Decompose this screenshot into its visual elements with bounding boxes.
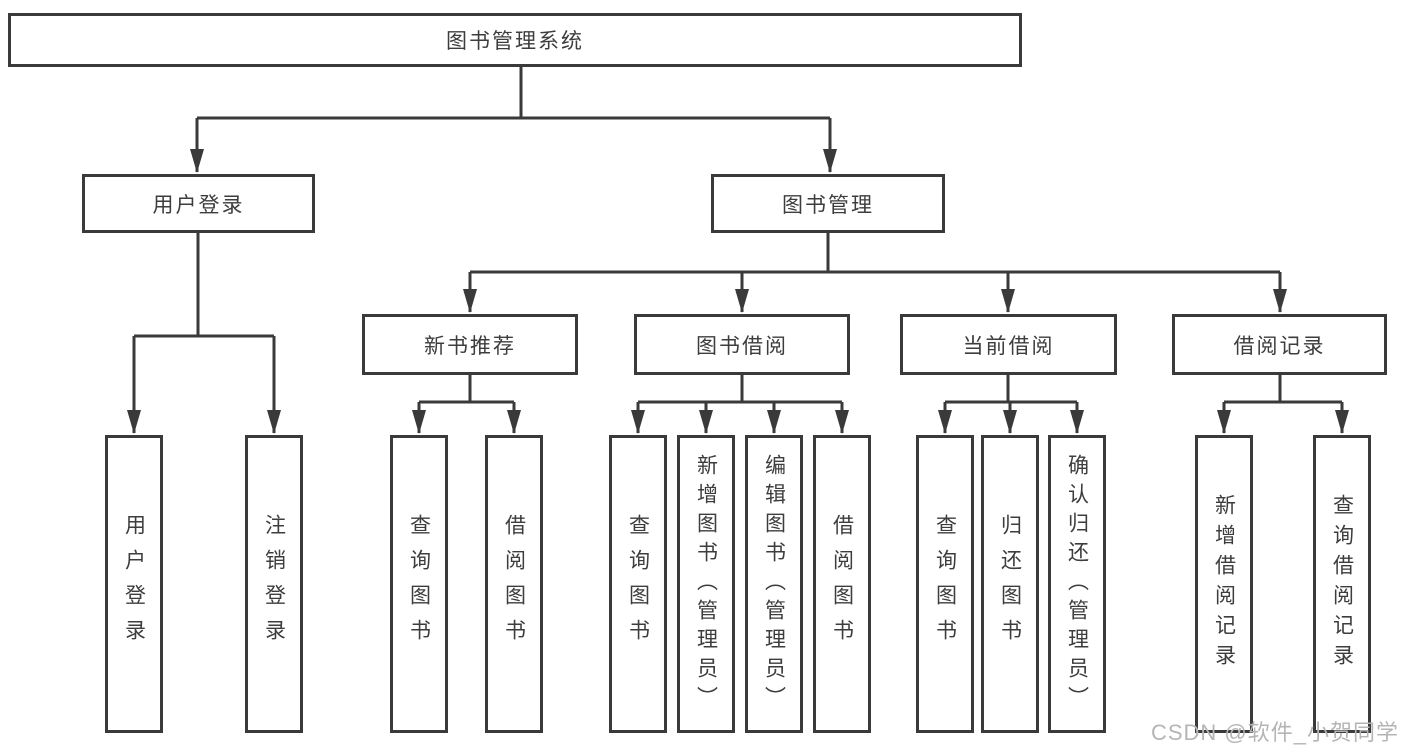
node-book-borrow: 图书借阅 — [634, 314, 850, 375]
leaf-query-borrow-record: 查询借阅记录 — [1313, 435, 1371, 733]
node-current-borrow: 当前借阅 — [900, 314, 1117, 375]
leaf-logout: 注销登录 — [245, 435, 303, 733]
leaf-borrow-books: 借阅图书 — [813, 435, 871, 733]
node-user-login: 用户登录 — [82, 174, 315, 233]
leaf-return-book: 归还图书 — [981, 435, 1039, 733]
leaf-borrow-books-recommend: 借阅图书 — [485, 435, 543, 733]
leaf-add-borrow-record-label: 新增借阅记录 — [1212, 494, 1236, 674]
watermark: CSDN @软件_小贺同学 — [1150, 720, 1399, 745]
node-new-book-recommend: 新书推荐 — [362, 314, 578, 375]
leaf-confirm-return-admin-label: 确认归还（管理员） — [1065, 453, 1089, 715]
leaf-query-borrow-record-label: 查询借阅记录 — [1330, 494, 1354, 674]
node-book-management-label: 图书管理 — [782, 193, 874, 217]
leaf-add-book-admin: 新增图书（管理员） — [677, 435, 735, 733]
node-current-borrow-label: 当前借阅 — [962, 334, 1055, 358]
leaf-edit-book-admin-label: 编辑图书（管理员） — [762, 453, 786, 715]
leaf-user-login: 用户登录 — [105, 435, 163, 733]
node-root: 图书管理系统 — [8, 13, 1022, 67]
leaf-query-books-borrow: 查询图书 — [609, 435, 667, 733]
leaf-return-book-label: 归还图书 — [998, 514, 1022, 654]
leaf-borrow-books-label: 借阅图书 — [830, 514, 854, 654]
node-user-login-label: 用户登录 — [152, 193, 245, 217]
leaf-confirm-return-admin: 确认归还（管理员） — [1048, 435, 1106, 733]
node-book-borrow-label: 图书借阅 — [696, 334, 788, 358]
leaf-query-books-recommend: 查询图书 — [390, 435, 448, 733]
leaf-user-login-label: 用户登录 — [122, 514, 146, 654]
node-new-book-recommend-label: 新书推荐 — [424, 334, 516, 358]
leaf-query-books-recommend-label: 查询图书 — [407, 514, 431, 654]
leaf-query-books-current-label: 查询图书 — [933, 514, 957, 654]
leaf-query-books-current: 查询图书 — [916, 435, 974, 733]
leaf-query-books-borrow-label: 查询图书 — [626, 514, 650, 654]
node-borrow-records: 借阅记录 — [1172, 314, 1387, 375]
leaf-edit-book-admin: 编辑图书（管理员） — [745, 435, 803, 733]
node-book-management: 图书管理 — [711, 174, 945, 233]
leaf-add-borrow-record: 新增借阅记录 — [1195, 435, 1253, 733]
leaf-borrow-books-recommend-label: 借阅图书 — [502, 514, 526, 654]
node-root-label: 图书管理系统 — [446, 30, 584, 53]
leaf-logout-label: 注销登录 — [262, 514, 286, 654]
node-borrow-records-label: 借阅记录 — [1233, 334, 1326, 358]
leaf-add-book-admin-label: 新增图书（管理员） — [694, 453, 718, 715]
